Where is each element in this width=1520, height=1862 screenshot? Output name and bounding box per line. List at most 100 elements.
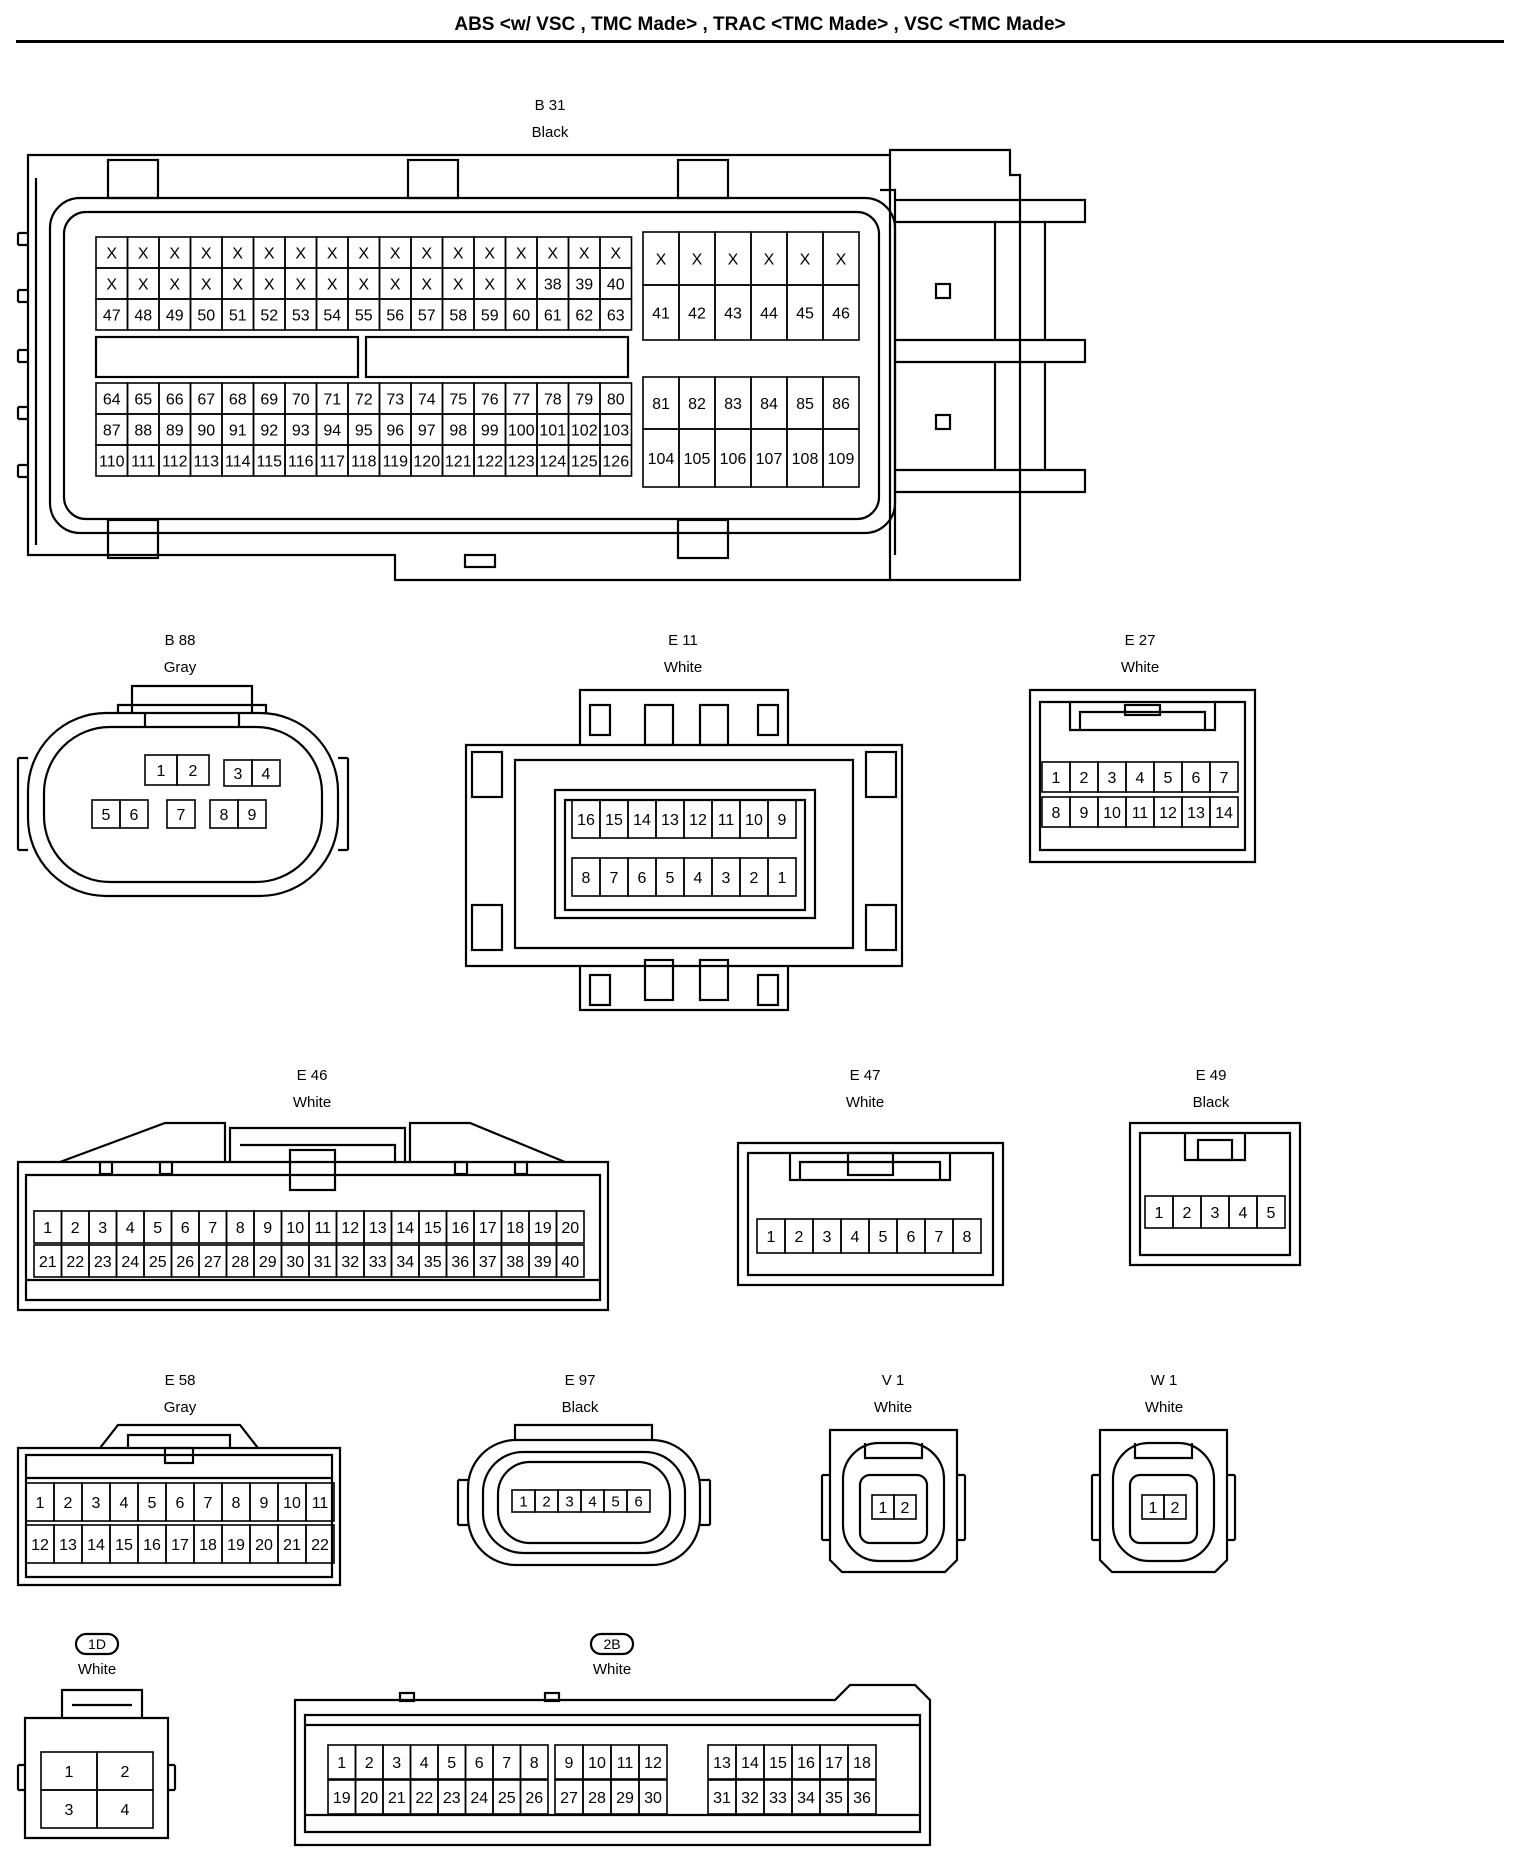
pin-number: 76 [481, 391, 499, 408]
pin-number: 8 [236, 1220, 245, 1237]
pin-number: 8 [530, 1755, 539, 1772]
pin-number: 2 [795, 1229, 804, 1246]
pin-number: 4 [121, 1802, 130, 1819]
pin-number: 1 [65, 1764, 74, 1781]
pin-number: 12 [31, 1537, 49, 1554]
pin-number: 9 [248, 807, 257, 824]
pin-cell [847, 1744, 877, 1780]
pin-number: 57 [418, 307, 436, 324]
pin-number: 25 [149, 1254, 167, 1271]
pin-number: 28 [588, 1790, 606, 1807]
pin-number: 73 [386, 391, 404, 408]
pin-number: 11 [617, 1755, 634, 1772]
pin-number: 20 [561, 1220, 579, 1237]
pin-number: 2 [1080, 770, 1089, 787]
badge-1d [74, 1632, 120, 1656]
pin-number: 1 [43, 1220, 52, 1237]
pin-number: 2 [901, 1500, 910, 1517]
pin-number: 3 [98, 1220, 107, 1237]
pin-number: 40 [607, 276, 625, 293]
pin-number: 16 [797, 1755, 815, 1772]
pin-number: 7 [610, 870, 619, 887]
pin-number: X [516, 276, 527, 293]
pin-cell [166, 799, 196, 829]
pin-number: 75 [449, 391, 467, 408]
pin-number: 14 [396, 1220, 414, 1237]
pin-number: 48 [134, 307, 152, 324]
pin-number: 117 [319, 453, 345, 470]
label-v1-code: V 1 [882, 1372, 905, 1389]
pin-number: 2 [1171, 1500, 1180, 1517]
pin-number: 2 [1183, 1205, 1192, 1222]
pin-number: 7 [204, 1495, 213, 1512]
pin-number: 42 [688, 305, 706, 322]
pin-number: 11 [1132, 805, 1149, 822]
pin-number: 124 [539, 453, 566, 470]
pin-number: 9 [565, 1755, 574, 1772]
pin-number: 109 [828, 451, 855, 468]
pin-number: X [201, 276, 212, 293]
pin-number: 5 [153, 1220, 162, 1237]
pin-number: 23 [443, 1790, 461, 1807]
pin-number: 13 [59, 1537, 77, 1554]
pin-number: 11 [718, 812, 735, 829]
pin-number: 18 [853, 1755, 871, 1772]
pin-number: 96 [386, 422, 404, 439]
pin-number: X [656, 251, 667, 268]
pin-number: 4 [120, 1495, 129, 1512]
pin-number: 110 [99, 453, 125, 470]
pin-cell [1163, 1494, 1187, 1520]
pin-number: 122 [476, 453, 503, 470]
pin-number: X [836, 251, 847, 268]
pin-number: 32 [741, 1790, 759, 1807]
pin-number: X [421, 245, 432, 262]
pin-number: 8 [582, 870, 591, 887]
pin-cell [638, 1744, 668, 1780]
pin-number: 1 [157, 763, 166, 780]
pin-number: 116 [288, 453, 314, 470]
pin-number: 5 [148, 1495, 157, 1512]
pin-number: 21 [283, 1537, 301, 1554]
pin-number: X [232, 245, 243, 262]
pin-number: 6 [176, 1495, 185, 1512]
pin-number: 3 [65, 1802, 74, 1819]
pin-number: 54 [323, 307, 341, 324]
pin-number: 108 [792, 451, 819, 468]
pin-number: X [421, 276, 432, 293]
pin-cell [96, 1789, 154, 1829]
pin-cell [519, 1779, 549, 1815]
pin-number: 92 [260, 422, 278, 439]
label-2b-color: White [593, 1661, 631, 1678]
pin-number: 6 [634, 1493, 642, 1510]
page-title: ABS <w/ VSC , TMC Made> , TRAC <TMC Made… [454, 14, 1066, 35]
pin-number: 93 [292, 422, 310, 439]
pin-number: 31 [713, 1790, 731, 1807]
label-2b-code: 2B [603, 1636, 620, 1652]
pin-number: 13 [661, 812, 679, 829]
label-b88-color: Gray [164, 659, 197, 676]
pin-number: X [106, 276, 117, 293]
pin-number: 3 [722, 870, 731, 887]
pin-number: 29 [616, 1790, 634, 1807]
pin-number: 31 [314, 1254, 332, 1271]
pin-number: 18 [199, 1537, 217, 1554]
pin-number: 111 [131, 453, 155, 470]
pin-number: 8 [963, 1229, 972, 1246]
pin-number: 121 [445, 453, 472, 470]
pin-number: 38 [506, 1254, 524, 1271]
pin-number: 5 [666, 870, 675, 887]
label-b31-color: Black [532, 124, 569, 141]
pin-number: X [800, 251, 811, 268]
pin-number: 22 [311, 1537, 329, 1554]
pin-number: 2 [121, 1764, 130, 1781]
pin-number: 60 [512, 307, 530, 324]
pin-number: 95 [355, 422, 373, 439]
pin-number: 20 [360, 1790, 378, 1807]
pin-number: 27 [204, 1254, 222, 1271]
